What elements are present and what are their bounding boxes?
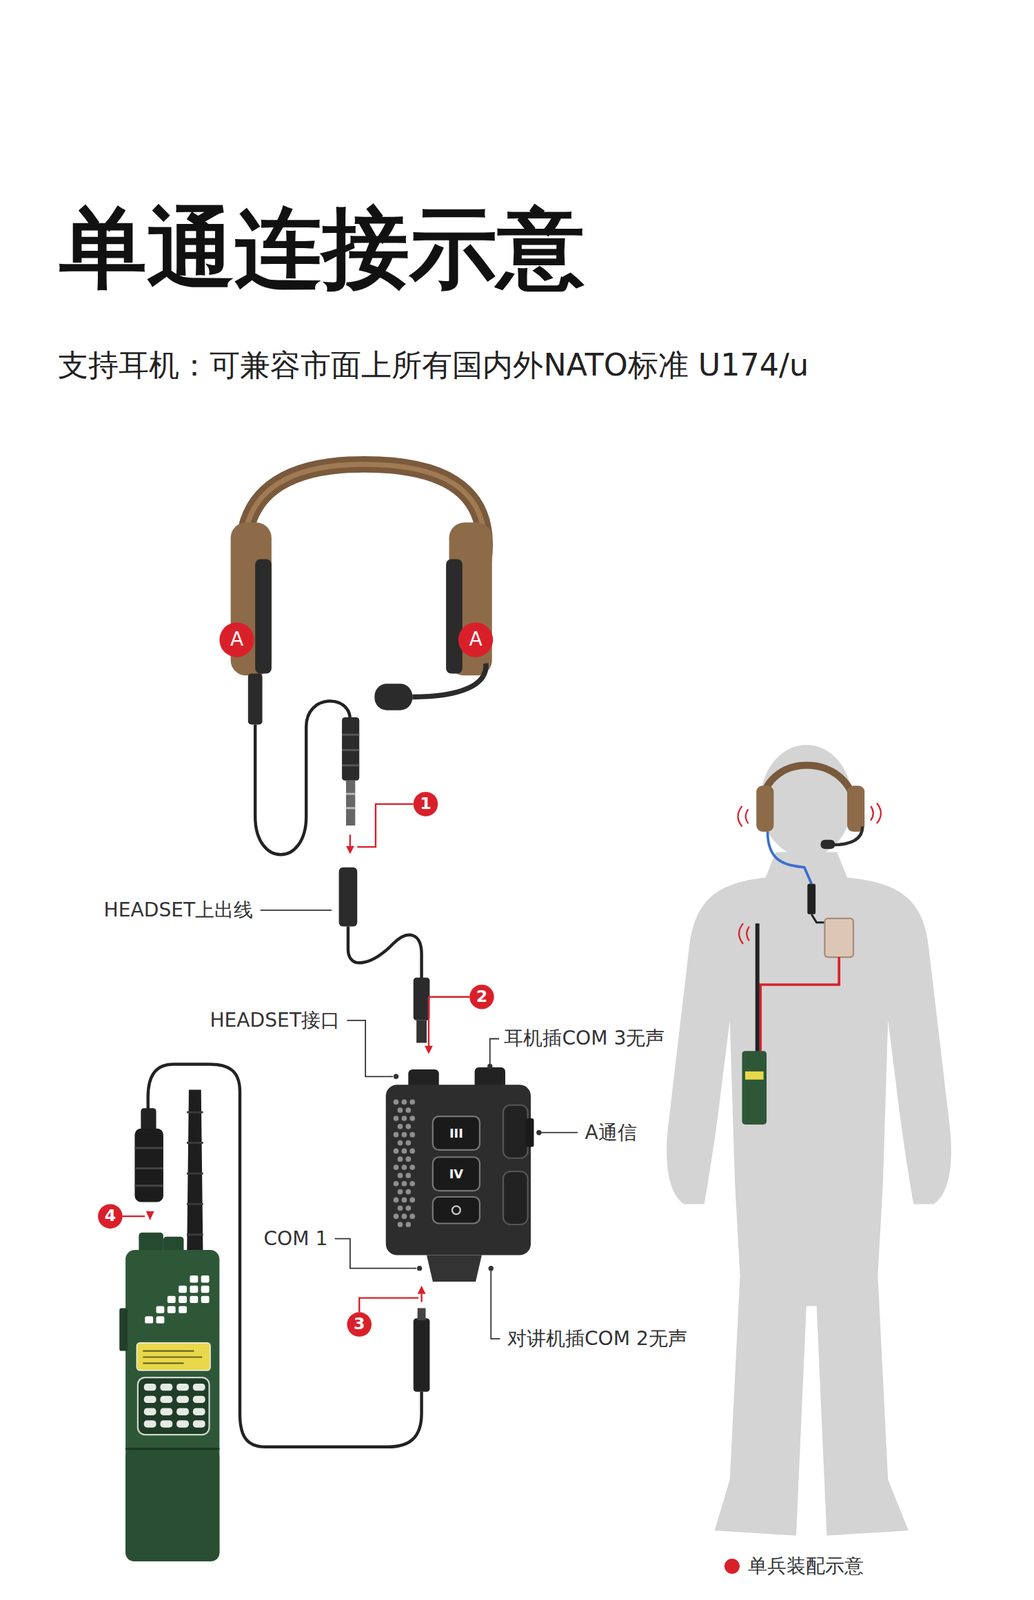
soldier-figure [666, 745, 952, 1537]
legend-swatch [724, 1559, 740, 1575]
legend-text: 单兵装配示意 [747, 1555, 864, 1578]
leader-dots [393, 1064, 542, 1272]
callout-markers [97, 792, 495, 1338]
part-label: A通信 [584, 1121, 637, 1144]
button-label: III [449, 1127, 464, 1141]
part-label: HEADSET上出线 [104, 899, 254, 922]
part-label: COM 1 [263, 1227, 328, 1250]
part-label: HEADSET接口 [209, 1009, 340, 1032]
ear-cup-label: A [230, 628, 244, 651]
radio-drawing [119, 1090, 220, 1563]
callout-number: 1 [419, 794, 431, 814]
ear-cup-label: A [468, 628, 482, 651]
part-label: 耳机插COM 3无声 [503, 1027, 665, 1050]
button-label: IV [449, 1167, 464, 1182]
callout-number: 3 [353, 1315, 365, 1334]
subtitle-text: 支持耳机：可兼容市面上所有国内外NATO标准 U174/u [57, 348, 809, 384]
headset-drawing [219, 464, 493, 1044]
leader-lines [260, 910, 579, 1340]
ptt-box-drawing [386, 1067, 535, 1283]
callout-number: 4 [104, 1207, 116, 1226]
callout-number: 2 [476, 987, 488, 1007]
title-text: 单通连接示意 [59, 197, 585, 299]
part-label: 对讲机插COM 2无声 [507, 1328, 688, 1351]
